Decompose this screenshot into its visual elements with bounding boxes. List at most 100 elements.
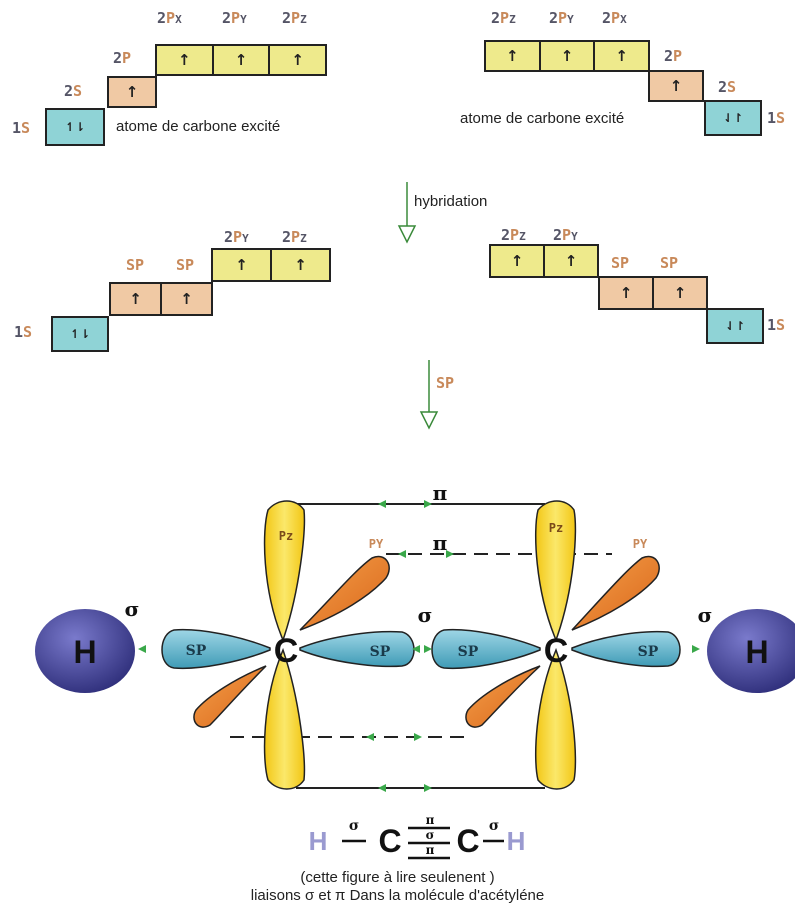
lobe-pz-down-left (263, 647, 306, 790)
label-2s-left: 2S (64, 82, 83, 100)
label-sp1-right: SP (611, 254, 630, 272)
orbital-cell: ↑ (125, 83, 139, 101)
lobe-sp-label: SP (458, 644, 479, 660)
label-2px-left: 2PX (157, 9, 182, 27)
lobe-py-down-left (193, 665, 267, 728)
orbital-cell: ↑ (294, 256, 307, 274)
orbital-box-2s-right: ↑ (648, 70, 704, 102)
carbon-right-label: C (544, 632, 569, 670)
label-2pz-left: 2PZ (282, 9, 307, 27)
sigma-arrowheads (138, 645, 700, 653)
lobe-py-right-label: PY (633, 537, 648, 551)
orbital-cell: ↑ (180, 290, 193, 308)
orbital-cell: ↑ (673, 284, 687, 302)
orbital-cell: ↑ (213, 250, 272, 280)
label-sp2-right: SP (660, 254, 679, 272)
formula-c1: C (378, 823, 401, 859)
label-2s-right: 2S (718, 78, 737, 96)
label-2pz-mid-left: 2PZ (282, 228, 307, 246)
orbital-cell: ↑ (564, 252, 578, 270)
hybridation-arrow (397, 182, 417, 244)
excited-carbon-label-left: atome de carbone excité (116, 118, 281, 135)
orbital-box-2p-mid-right: ↑ ↑ (489, 244, 599, 278)
orbital-cell: ↑ (669, 77, 683, 95)
orbital-cell: ↑ (111, 284, 162, 314)
caption-line-1: (cette figure à lire seulenent ) (300, 869, 495, 886)
label-2pz-mid-right: 2PZ (501, 226, 526, 244)
label-2py-right: 2PY (549, 9, 574, 27)
lobe-pz-left-label: Pz (279, 529, 293, 543)
orbital-cell: ↿⇂ (69, 327, 91, 341)
orbital-box-1s-mid-left: ↿⇂ (51, 316, 109, 352)
orbital-cell: ↑ (491, 246, 545, 276)
label-2px-right: 2PX (602, 9, 627, 27)
sigma-right-label: σ (698, 603, 713, 627)
lobe-py-up-right (571, 555, 660, 631)
orbital-cell: ↑ (600, 278, 654, 308)
orbital-cell: ↑ (214, 46, 271, 74)
label-2p-right: 2P (664, 47, 683, 65)
formula-sigma2: σ (489, 818, 499, 834)
orbital-box-sp-right: ↑ ↑ (598, 276, 708, 310)
label-1s-mid-right: 1S (767, 316, 786, 334)
orbital-box-1s-mid-right: ⇃↾ (706, 308, 764, 344)
hybridation-label: hybridation (414, 193, 488, 210)
lobe-py-down-right (465, 665, 541, 728)
orbital-box-2p-left: ↑ ↑ ↑ (155, 44, 327, 76)
lobe-sp-label: SP (370, 644, 391, 660)
lobe-sp-label: SP (186, 643, 207, 659)
orbital-box-2p-mid-left: ↑ ↑ (211, 248, 331, 282)
sigma-left-label: σ (125, 597, 140, 621)
label-2pz-right: 2PZ (491, 9, 516, 27)
orbital-cell: ↑ (291, 51, 304, 69)
lobe-sp-right-outer (571, 630, 681, 668)
carbon-left-label: C (274, 632, 299, 670)
h-left-label: H (73, 634, 96, 670)
lobe-py-up-left (299, 555, 390, 631)
orbital-box-1s-right: ⇃↾ (704, 100, 762, 136)
label-sp2-left: SP (176, 256, 195, 274)
lobe-pz-up-right (535, 500, 577, 643)
label-1s-mid-left: 1S (14, 323, 33, 341)
formula-pi-b: π (426, 843, 435, 857)
hydrogen-sphere-right (707, 609, 795, 693)
label-2py-mid-left: 2PY (224, 228, 249, 246)
lobe-sp-left-outer (161, 628, 271, 670)
label-1s-left: 1S (12, 119, 31, 137)
orbital-cell: ⇃↾ (724, 319, 746, 333)
lobe-sp-label: SP (638, 644, 659, 660)
label-2py-mid-right: 2PY (553, 226, 578, 244)
formula-sigma-mid: σ (426, 828, 435, 842)
orbital-cell: ↿⇂ (64, 120, 86, 134)
lobe-pz-down-right (535, 647, 577, 790)
formula-sigma1: σ (349, 818, 359, 834)
formula-pi-a: π (426, 813, 435, 827)
bond-arrowheads (366, 500, 454, 792)
orbital-cell: ⇃↾ (722, 111, 744, 125)
label-2py-left: 2PY (222, 9, 247, 27)
orbital-box-2p-right: ↑ ↑ ↑ (484, 40, 650, 72)
orbital-cell: ↑ (157, 46, 214, 74)
label-2p-left: 2P (113, 49, 132, 67)
sigma-center-label: σ (418, 603, 433, 627)
pi-top-label: π (433, 481, 448, 505)
caption-line-2: liaisons σ et π Dans la molécule d'acéty… (250, 887, 545, 904)
orbital-cell: ↑ (486, 42, 541, 70)
orbital-cell: ↑ (541, 42, 596, 70)
lobe-pz-right-label: Pz (549, 521, 563, 535)
orbital-box-2s-left: ↑ (107, 76, 157, 108)
lobe-pz-up-left (263, 500, 306, 643)
formula-h1: H (309, 826, 328, 856)
formula-h2: H (507, 826, 526, 856)
h-right-label: H (745, 634, 768, 670)
lobe-sp-left-inner (299, 630, 415, 668)
hydrogen-sphere-left (35, 609, 135, 693)
sp-arrow-label: SP (436, 374, 455, 392)
label-1s-right: 1S (767, 109, 786, 127)
formula-c2: C (456, 823, 479, 859)
acetylene-molecule: H H C C π π σ σ σ Pz Pz PY PY SP SP SP S… (35, 481, 795, 792)
lobe-py-left-label: PY (369, 537, 384, 551)
left-carbon-orbitals (161, 500, 415, 790)
excited-carbon-label-right: atome de carbone excité (460, 110, 625, 127)
